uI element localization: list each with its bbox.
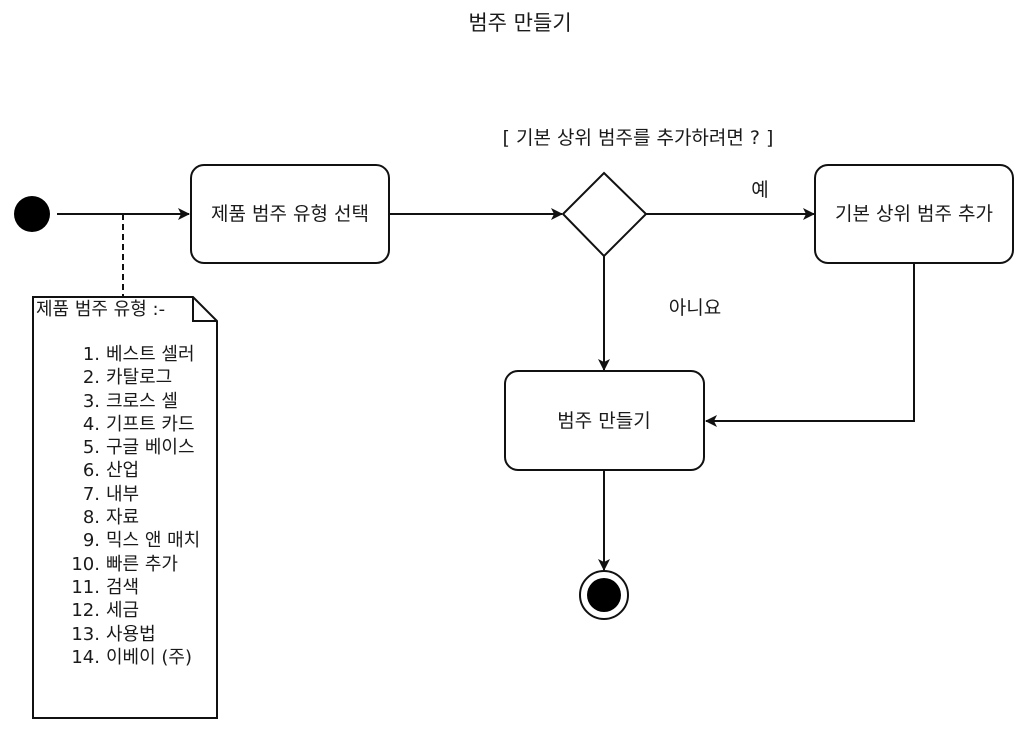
- note-item-number: 13.: [71, 623, 100, 645]
- note-item: 2. 카탈로그: [60, 366, 200, 389]
- note-item: 14. 이베이 (주): [60, 646, 200, 669]
- final-node-core: [587, 578, 621, 612]
- note-item-number: 8.: [82, 507, 100, 529]
- decision-node[interactable]: [561, 171, 648, 258]
- note-item-text: 기프트 카드: [106, 413, 195, 435]
- note-title: 제품 범주 유형 :-: [36, 299, 166, 320]
- note-item-text: 사용법: [106, 623, 156, 645]
- note-item-number: 3.: [82, 390, 100, 412]
- decision-guard-label: [ 기본 상위 범주를 추가하려면 ? ]: [502, 127, 774, 149]
- note-item-number: 1.: [82, 344, 100, 365]
- note-item: 8. 자료: [60, 506, 200, 529]
- note-item: 3. 크로스 셀: [60, 390, 200, 413]
- note-item-text: 크로스 셀: [106, 390, 178, 412]
- note-item: 11. 검색: [60, 576, 200, 599]
- note-item-number: 14.: [71, 646, 100, 668]
- note-item-text: 빠른 추가: [106, 553, 178, 575]
- note-item-text: 산업: [106, 460, 140, 482]
- note-item-text: 카탈로그: [106, 367, 173, 389]
- note-item-text: 구글 베이스: [106, 437, 195, 459]
- note-item-number: 11.: [71, 576, 100, 598]
- note-item-text: 내부: [106, 483, 140, 505]
- edge-no-label: 아니요: [668, 297, 722, 319]
- note-item: 4. 기프트 카드: [60, 413, 200, 436]
- note-item: 10. 빠른 추가: [60, 553, 200, 576]
- action-create-category-label: 범주 만들기: [557, 410, 651, 432]
- note-item: 5. 구글 베이스: [60, 436, 200, 459]
- note-item-list: 1. 베스트 셀러 2. 카탈로그 3. 크로스 셀 4. 기프트 카드 5. 구글 베이…: [60, 343, 200, 669]
- diagram-title: 범주 만들기: [468, 11, 572, 35]
- note-item: 1. 베스트 셀러: [60, 343, 200, 366]
- initial-node[interactable]: [14, 196, 50, 232]
- note-item: 12. 세금: [60, 599, 200, 622]
- note-item: 7. 내부: [60, 483, 200, 506]
- note-item-number: 2.: [82, 367, 100, 389]
- note-item-text: 이베이 (주): [106, 646, 193, 668]
- note-item: 9. 믹스 앤 매치: [60, 529, 200, 552]
- note-item: 13. 사용법: [60, 623, 200, 646]
- note-fold: [192, 297, 217, 322]
- note-shape[interactable]: [32, 296, 218, 719]
- note-item-number: 9.: [82, 530, 100, 552]
- note-item-text: 믹스 앤 매치: [106, 530, 201, 552]
- note-item-text: 세금: [106, 600, 140, 622]
- note-item: 6. 산업: [60, 459, 200, 482]
- note-item-text: 자료: [106, 507, 140, 529]
- edge-yes-label: 예: [751, 179, 769, 201]
- action-add-parent-label: 기본 상위 범주 추가: [835, 203, 993, 225]
- note-item-number: 6.: [82, 460, 100, 482]
- note-item-number: 12.: [71, 600, 100, 622]
- action-select-type-label: 제품 범주 유형 선택: [211, 203, 369, 225]
- edge-add-parent-to-create: [705, 263, 915, 427]
- note-item-number: 10.: [71, 553, 100, 575]
- note-item-text: 베스트 셀러: [106, 344, 195, 365]
- note-item-number: 5.: [82, 437, 100, 459]
- note-item-number: 7.: [82, 483, 100, 505]
- note-item-text: 검색: [106, 576, 140, 598]
- note-item-number: 4.: [82, 413, 100, 435]
